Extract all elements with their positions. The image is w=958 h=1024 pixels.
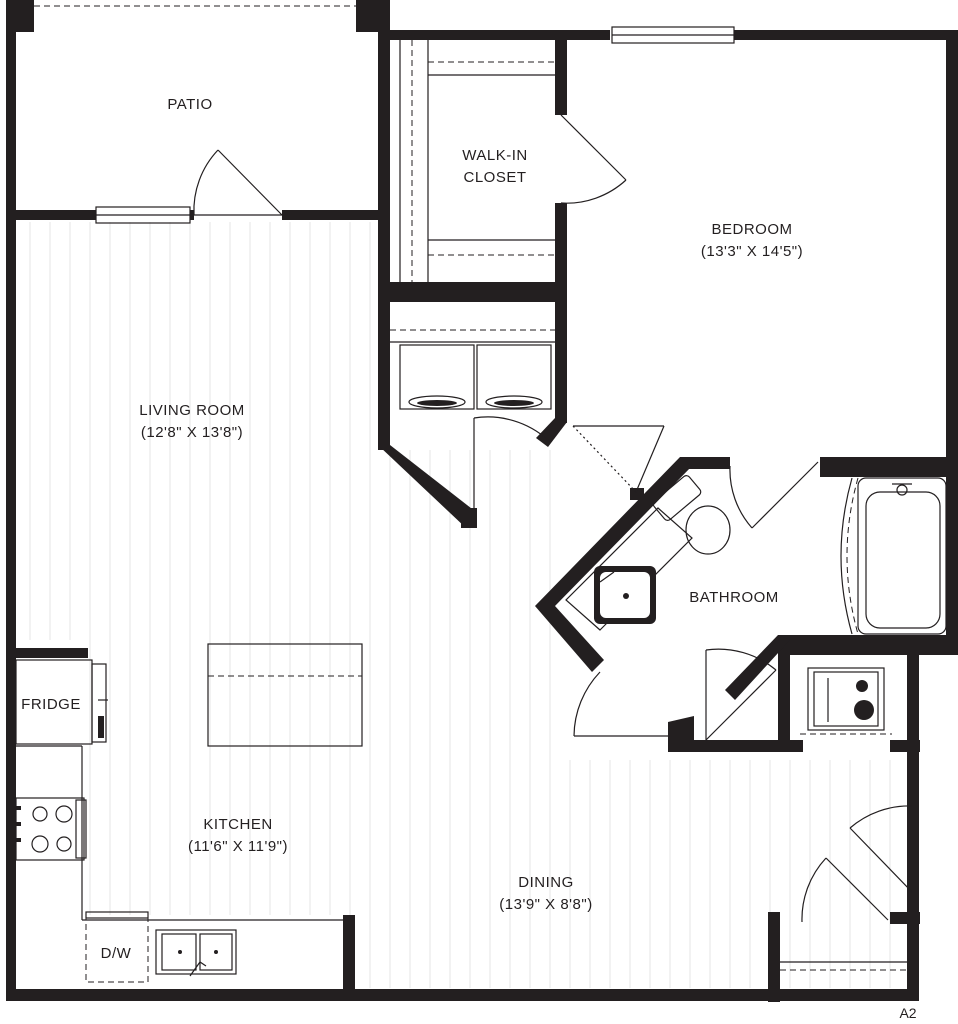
utility-closet <box>780 667 907 971</box>
kitchen-label: KITCHEN <box>203 816 272 833</box>
windows <box>34 5 735 224</box>
kitchen-fixtures <box>15 643 363 983</box>
walk-in-closet-label-line1: WALK-IN <box>462 147 527 164</box>
patio-label: PATIO <box>167 96 212 113</box>
living-room-label: LIVING ROOM <box>139 402 245 419</box>
living-room-size: (12'8" X 13'8") <box>141 424 243 441</box>
kitchen-size: (11'6" X 11'9") <box>188 838 288 855</box>
dishwasher-label: D/W <box>101 945 132 962</box>
dining-size: (13'9" X 8'8") <box>499 896 592 913</box>
dining-label: DINING <box>518 874 574 891</box>
walk-in-closet-label-line2: CLOSET <box>463 169 526 186</box>
closet-shelves <box>399 40 555 282</box>
room-labels: PATIO WALK-IN CLOSET BEDROOM (13'3" X 14… <box>21 96 917 1021</box>
bathroom-fixtures <box>565 475 947 635</box>
bedroom-size: (13'3" X 14'5") <box>701 243 803 260</box>
unit-code-label: A2 <box>899 1005 916 1021</box>
floor-planks <box>29 222 891 988</box>
walls <box>6 0 958 1002</box>
bathroom-label: BATHROOM <box>689 589 779 606</box>
fridge-label: FRIDGE <box>21 696 81 713</box>
bedroom-label: BEDROOM <box>711 221 792 238</box>
washer-dryer <box>390 329 555 410</box>
doors <box>193 114 913 923</box>
